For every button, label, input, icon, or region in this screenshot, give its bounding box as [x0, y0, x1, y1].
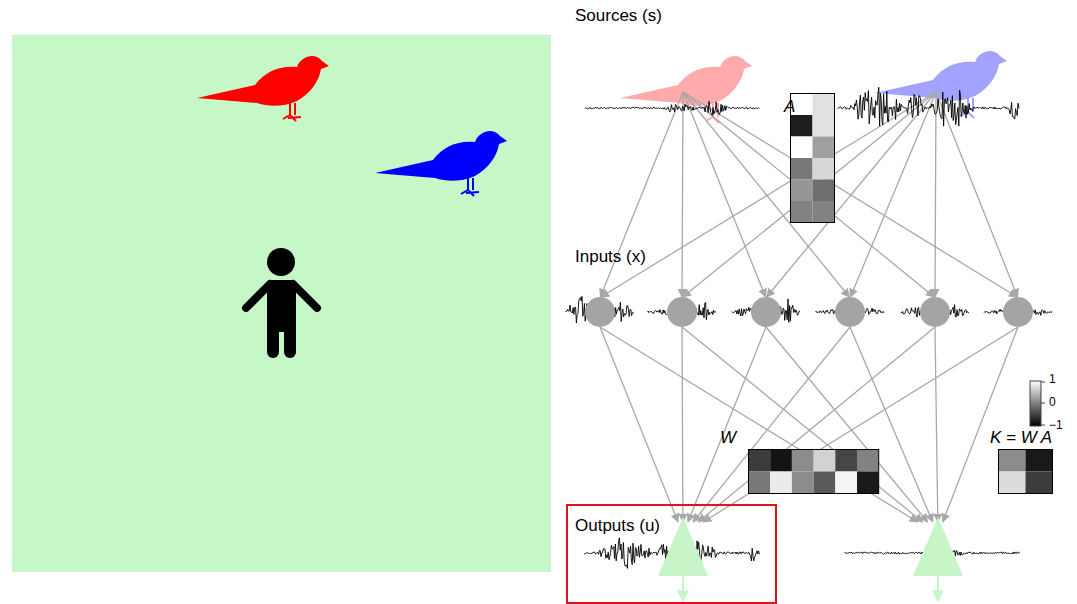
input-neuron — [1003, 297, 1033, 327]
mixing-arrow — [936, 92, 1018, 297]
colorbar-tick — [1041, 382, 1045, 383]
red-bird — [197, 56, 329, 121]
label-text: 1 — [1049, 372, 1056, 386]
matrix-cell — [835, 450, 857, 472]
weight-arrow — [693, 327, 850, 522]
matrix-cell — [999, 450, 1026, 472]
matrix-label: K = W A — [990, 428, 1052, 448]
matrix-cell — [835, 472, 857, 494]
matrix-cell — [770, 472, 792, 494]
weight-arrow — [600, 327, 678, 522]
matrix: K = W A — [998, 449, 1052, 493]
mixing-arrow — [683, 92, 849, 297]
mixing-arrow — [601, 92, 936, 297]
label: 1 — [1049, 372, 1056, 386]
matrix-cell — [792, 450, 814, 472]
weight-arrow — [681, 327, 683, 522]
input-neuron — [585, 297, 615, 327]
label: Outputs (u) — [575, 516, 660, 536]
matrix: A — [790, 93, 834, 222]
weight-arrow — [698, 327, 935, 522]
mixing-arrow — [934, 92, 936, 297]
matrix-cell — [813, 137, 835, 159]
input-neuron — [920, 297, 950, 327]
weight-arrow — [935, 327, 938, 522]
matrix-cells — [748, 449, 880, 495]
input-neuron — [667, 297, 697, 327]
weight-arrow — [682, 327, 923, 522]
matrix-cell — [999, 472, 1026, 494]
input-neuron — [751, 297, 781, 327]
weight-arrow — [766, 327, 928, 522]
matrix-border — [749, 450, 879, 494]
highlight-box — [567, 505, 776, 603]
mixing-arrow — [683, 92, 1017, 297]
matrix-border — [999, 450, 1053, 494]
output-neuron — [658, 517, 708, 576]
matrix-cell — [813, 94, 835, 116]
blue-bird — [375, 131, 507, 196]
label-text: Outputs (u) — [575, 516, 660, 535]
mixing-arrow — [683, 92, 766, 297]
matrix-cell — [749, 472, 771, 494]
matrix-cell — [857, 472, 879, 494]
matrix-cell — [770, 450, 792, 472]
output-neuron — [913, 517, 963, 576]
output-arrow — [682, 576, 684, 601]
label-text: Inputs (x) — [575, 247, 646, 266]
matrix: W — [748, 449, 878, 493]
matrix-cell — [791, 180, 813, 202]
colorbar — [1030, 381, 1041, 426]
matrix-cell — [813, 201, 835, 223]
matrix-cells — [790, 93, 836, 224]
source-bird-red — [620, 56, 752, 123]
weight-arrow — [600, 327, 918, 522]
matrix-label: A — [784, 97, 795, 117]
matrix-cell — [1026, 472, 1053, 494]
matrix-cell — [813, 180, 835, 202]
matrix-cell — [791, 137, 813, 159]
label: 0 — [1049, 395, 1056, 409]
matrix-cell — [813, 115, 835, 137]
waveform — [585, 101, 759, 115]
matrix-cell — [1026, 450, 1053, 472]
matrix-label: W — [720, 428, 736, 448]
mixing-arrow — [681, 92, 683, 297]
matrix-cell — [749, 450, 771, 472]
weight-arrow — [703, 327, 1018, 522]
matrix-cell — [792, 472, 814, 494]
label: Inputs (x) — [575, 247, 646, 267]
matrix-cell — [814, 450, 836, 472]
matrix-cell — [857, 450, 879, 472]
weight-arrow — [850, 327, 933, 522]
mixing-arrow — [683, 92, 936, 297]
matrix-cell — [791, 158, 813, 180]
mixing-arrow — [767, 92, 936, 297]
waveform — [838, 87, 1020, 126]
person-icon — [246, 248, 317, 358]
matrix-cell — [791, 115, 813, 137]
mixing-arrow — [600, 92, 683, 297]
output-arrow — [937, 576, 939, 601]
matrix-border — [791, 94, 835, 223]
label: Sources (s) — [575, 6, 662, 26]
matrix-cell — [814, 472, 836, 494]
colorbar-tick — [1041, 403, 1045, 404]
matrix-cell — [813, 158, 835, 180]
mixing-arrow — [850, 92, 936, 297]
matrix-cells — [998, 449, 1054, 495]
input-neuron — [835, 297, 865, 327]
label-text: 0 — [1049, 395, 1056, 409]
label-text: Sources (s) — [575, 6, 662, 25]
colorbar-tick — [1041, 425, 1045, 426]
matrix-cell — [791, 201, 813, 223]
scene-ground — [12, 35, 551, 572]
